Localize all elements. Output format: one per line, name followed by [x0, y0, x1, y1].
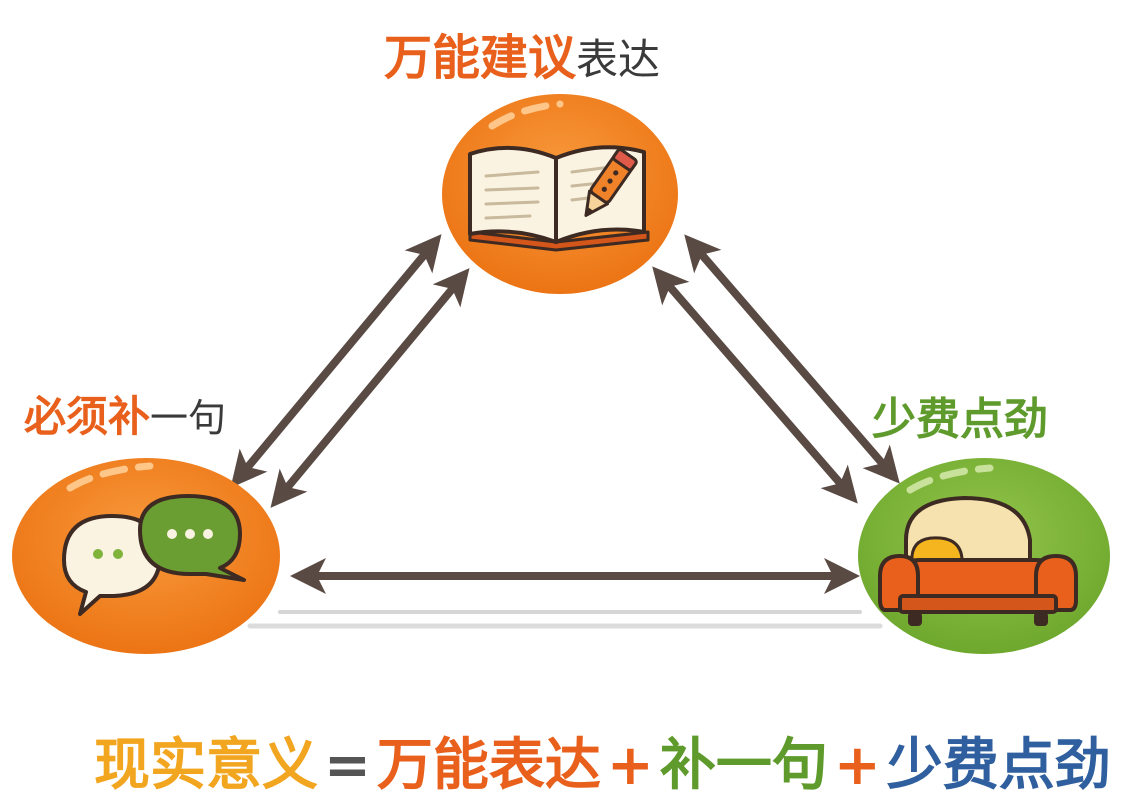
- arrow-top-right-inner: [652, 266, 858, 504]
- arrows: [230, 234, 900, 594]
- sofa-icon: [878, 496, 1078, 626]
- top-node-label-main: 万能建议: [384, 30, 577, 86]
- right-node-label: 少费点劲: [872, 394, 1048, 445]
- equation-term-less-effort: 少费点劲: [886, 733, 1111, 798]
- top-node-label-suffix: 表达: [576, 35, 661, 84]
- equation-term-expression: 万能表达: [376, 733, 601, 798]
- arrow-top-left-inner: [270, 268, 470, 508]
- equation-plus-sign-1: +: [606, 733, 654, 798]
- ground-lines: [247, 610, 883, 629]
- open-book-with-pencil-icon: [468, 145, 650, 252]
- arrow-top-left-outer: [230, 234, 442, 488]
- right-node-highlight: [906, 464, 994, 494]
- left-node-label-suffix: 一句: [150, 396, 227, 440]
- top-node: [442, 94, 678, 294]
- top-node-label: 万能建议表达: [384, 34, 660, 82]
- left-node-label: 必须补一句: [24, 396, 226, 438]
- equation: 现实意义=万能表达+补一句+少费点劲: [94, 738, 1111, 794]
- equation-term-add-sentence: 补一句: [659, 733, 828, 798]
- left-node: [12, 458, 280, 654]
- right-node: [858, 458, 1110, 654]
- arrow-top-right-outer: [684, 234, 900, 484]
- equation-result: 现实意义: [94, 733, 318, 798]
- equation-equals-sign: =: [324, 733, 371, 798]
- top-node-highlight: [488, 100, 564, 130]
- left-node-highlight: [66, 462, 154, 492]
- equation-plus-sign-2: +: [833, 733, 881, 798]
- speech-bubbles-icon: [62, 494, 246, 616]
- left-node-label-main: 必须补: [24, 392, 151, 441]
